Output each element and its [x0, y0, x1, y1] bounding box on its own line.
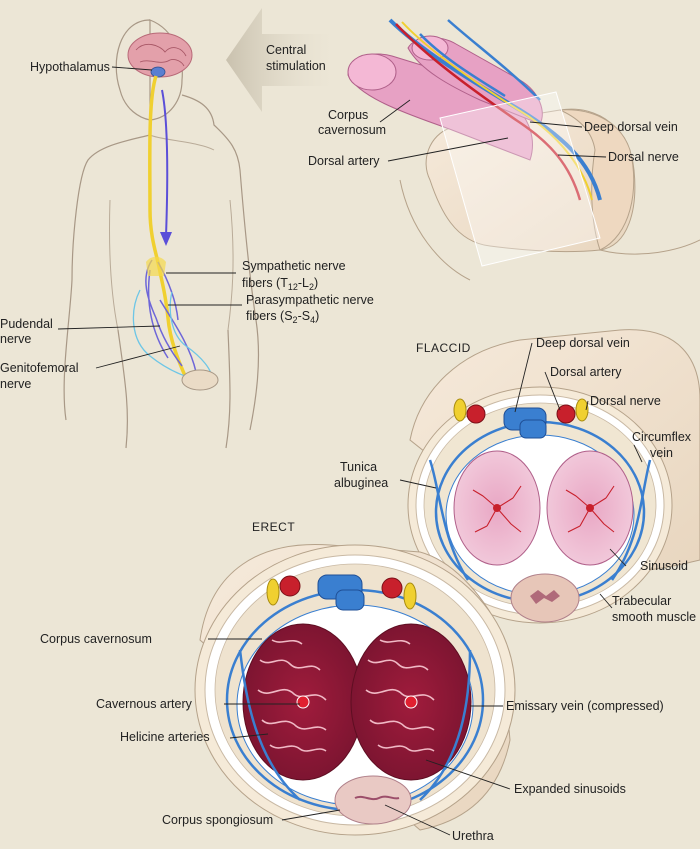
label-genitofemoral-1: Genitofemoral [0, 361, 79, 375]
label-parasympathetic-1: Parasympathetic nerve [246, 293, 374, 307]
label-urethra: Urethra [452, 829, 494, 843]
label-sympathetic-1: Sympathetic nerve [242, 259, 346, 273]
label-dorsal-nerve-top: Dorsal nerve [608, 150, 679, 164]
label-deep-dorsal-vein-top: Deep dorsal vein [584, 120, 678, 134]
label-dorsal-artery: Dorsal artery [550, 365, 622, 379]
labels: Hypothalamus Central stimulation Sympath… [0, 43, 696, 843]
label-sympathetic-2: fibers (T12-L2) [242, 276, 318, 292]
label-helicine-arteries: Helicine arteries [120, 730, 210, 744]
label-dorsal-artery-top: Dorsal artery [308, 154, 380, 168]
label-circumflex-2: vein [650, 446, 673, 460]
leader-lines [57, 66, 643, 836]
label-cavernous-artery: Cavernous artery [96, 697, 193, 711]
label-parasympathetic-2: fibers (S2-S4) [246, 309, 319, 325]
label-tunica-1: Tunica [340, 460, 377, 474]
label-corpus-cavernosum: Corpus cavernosum [40, 632, 152, 646]
label-flaccid: FLACCID [416, 341, 471, 355]
erect-cross-section [194, 543, 516, 836]
label-circumflex-1: Circumflex [632, 430, 692, 444]
label-expanded-sinusoids: Expanded sinusoids [514, 782, 626, 796]
label-corpus-spongiosum: Corpus spongiosum [162, 813, 273, 827]
label-emissary-vein: Emissary vein (compressed) [506, 699, 664, 713]
central-stimulation-arrow [226, 8, 335, 112]
body-figure [63, 19, 260, 449]
label-corpus-cav-top-1: Corpus [328, 108, 368, 122]
label-trabecular-2: smooth muscle [612, 610, 696, 624]
label-pudendal-1: Pudendal [0, 317, 53, 331]
label-tunica-2: albuginea [334, 476, 388, 490]
label-sinusoid: Sinusoid [640, 559, 688, 573]
label-central-1: Central [266, 43, 306, 57]
label-dorsal-nerve: Dorsal nerve [590, 394, 661, 408]
label-deep-dorsal-vein: Deep dorsal vein [536, 336, 630, 350]
penis-cutaway-illustration [347, 18, 700, 281]
label-hypothalamus: Hypothalamus [30, 60, 110, 74]
label-genitofemoral-2: nerve [0, 377, 31, 391]
label-trabecular-1: Trabecular [612, 594, 671, 608]
label-erect: ERECT [252, 520, 295, 534]
label-pudendal-2: nerve [0, 332, 31, 346]
flaccid-cross-section [407, 329, 700, 624]
label-corpus-cav-top-2: cavernosum [318, 123, 386, 137]
label-central-2: stimulation [266, 59, 326, 73]
